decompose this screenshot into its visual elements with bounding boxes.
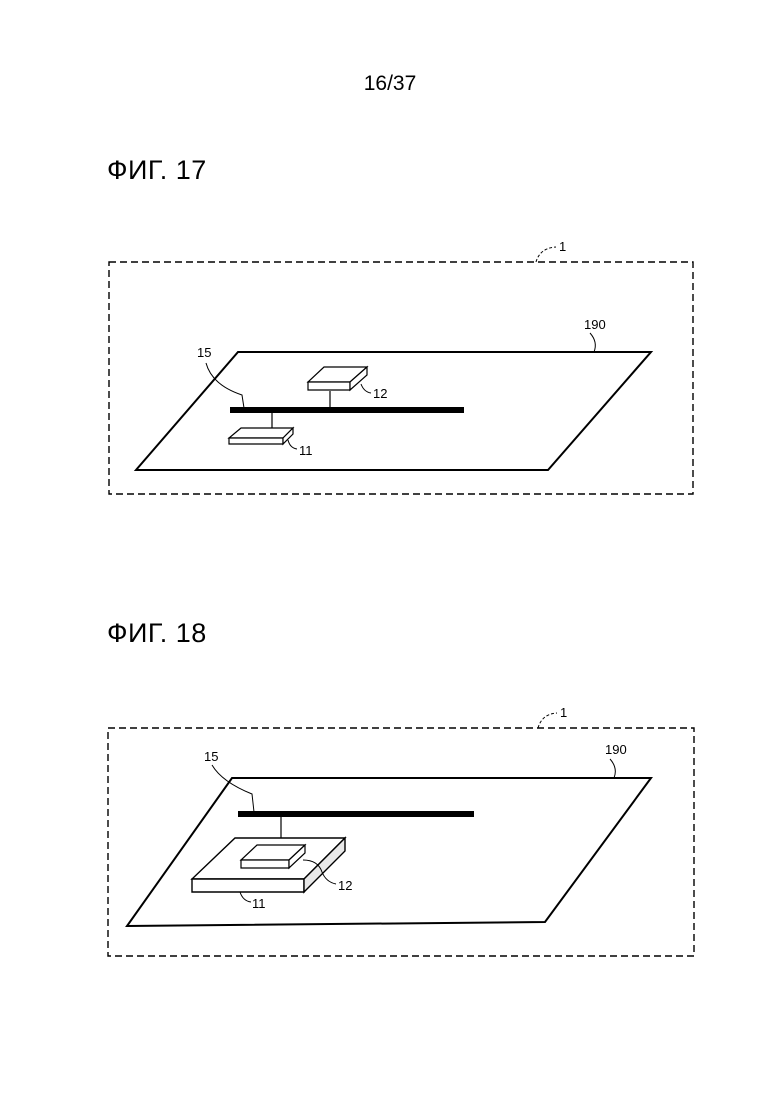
device-lower-top — [229, 428, 293, 438]
surface-label: 190 — [605, 742, 627, 757]
figure-18-diagram: 1 190 15 11 12 — [0, 700, 780, 970]
figure-17-title: ФИГ. 17 — [107, 155, 207, 186]
device-upper-front — [241, 860, 289, 868]
bus-label: 15 — [197, 345, 211, 360]
device-lower-front — [229, 438, 283, 444]
surface-leader-line — [610, 759, 615, 778]
system-label: 1 — [560, 705, 567, 720]
device-lower-label: 11 — [252, 896, 266, 911]
device-lower-label: 11 — [299, 443, 313, 458]
device-upper-front — [308, 382, 350, 390]
surface-label: 190 — [584, 317, 606, 332]
surface-plane — [127, 778, 651, 926]
surface-leader-line — [590, 333, 595, 352]
figure-17-diagram: 1 190 15 12 11 — [0, 230, 780, 510]
page-number: 16/37 — [0, 72, 780, 96]
system-label: 1 — [559, 239, 566, 254]
system-leader-line — [536, 247, 556, 262]
device-lower-front — [192, 879, 304, 892]
figure-18-title: ФИГ. 18 — [107, 618, 207, 649]
system-leader-line — [538, 713, 557, 728]
device-upper-label: 12 — [373, 386, 387, 401]
bus-label: 15 — [204, 749, 218, 764]
device-upper-label: 12 — [338, 878, 352, 893]
